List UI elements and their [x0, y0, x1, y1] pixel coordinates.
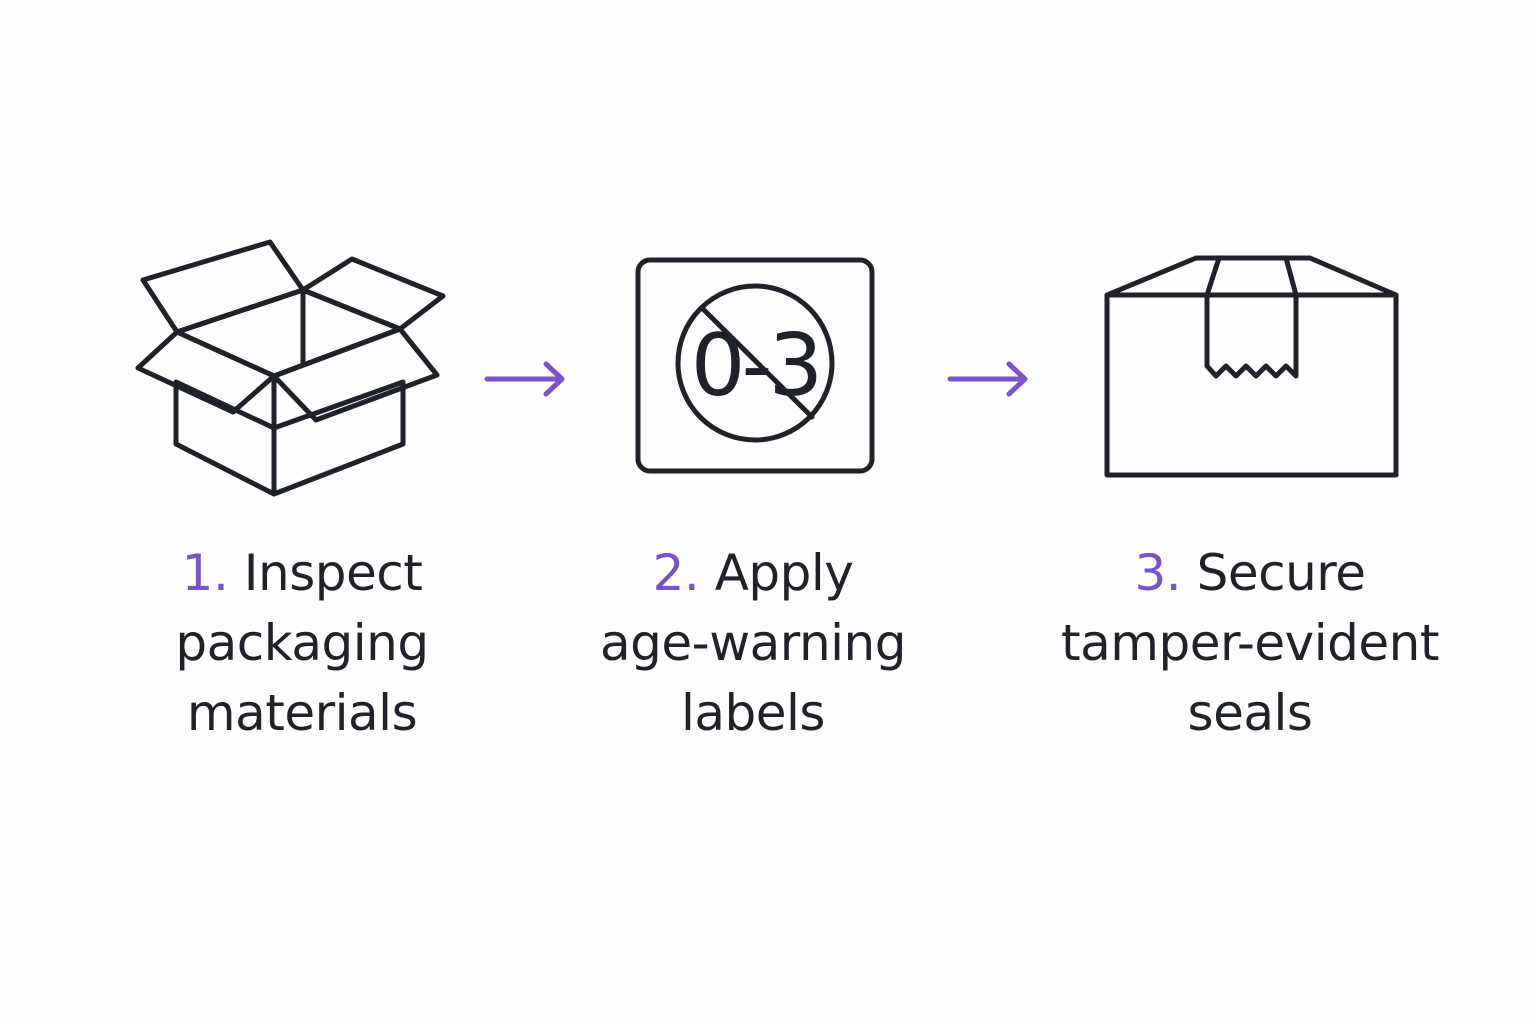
step-number: 1.	[181, 544, 229, 602]
step-1-title-line: 1. Inspect	[82, 538, 522, 608]
step-text-line: materials	[186, 684, 418, 742]
age-warning-label-icon: 0-3	[635, 257, 875, 474]
step-text-line: Apply	[714, 544, 854, 602]
step-3-title-line: 3. Secure	[1030, 538, 1470, 608]
step-text-line: packaging	[175, 614, 429, 672]
arrow-right-icon	[484, 361, 565, 397]
open-box-icon	[135, 239, 446, 497]
step-text-line: age-warning	[600, 614, 906, 672]
step-2-caption: 2. Apply age-warning labels	[533, 538, 973, 748]
step-1-caption: 1. Inspect packaging materials	[82, 538, 522, 748]
step-text-line: tamper-evident	[1061, 614, 1439, 672]
step-text-line: seals	[1187, 684, 1313, 742]
step-3-caption: 3. Secure tamper-evident seals	[1030, 538, 1470, 748]
step-2-title-line: 2. Apply	[533, 538, 973, 608]
arrow-right-icon	[947, 361, 1028, 397]
step-text-line: Secure	[1196, 544, 1366, 602]
sealed-box-icon	[1104, 255, 1399, 478]
age-range-text: 0-3	[691, 316, 819, 416]
step-text-line: labels	[681, 684, 825, 742]
step-number: 3.	[1134, 544, 1182, 602]
step-text-line: Inspect	[243, 544, 423, 602]
step-number: 2.	[652, 544, 700, 602]
